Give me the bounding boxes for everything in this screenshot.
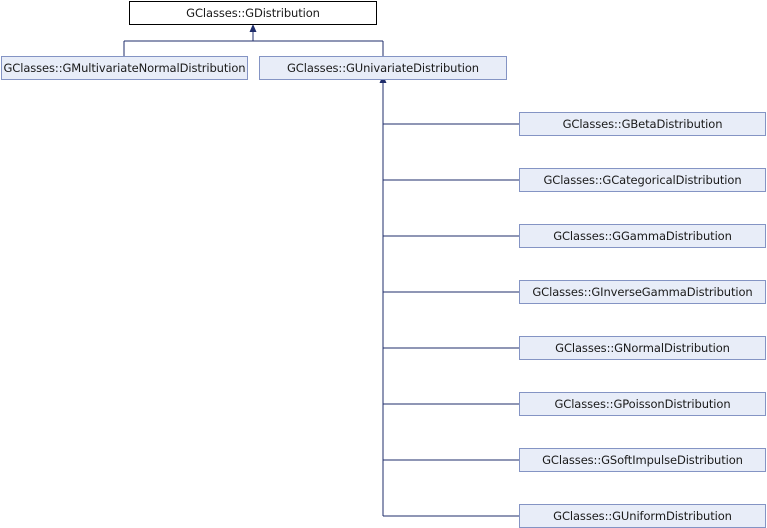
node-gunivariatedistribution[interactable]: GClasses::GUnivariateDistribution <box>259 56 507 80</box>
node-ggammadistribution[interactable]: GClasses::GGammaDistribution <box>519 224 766 248</box>
node-guniformdistribution[interactable]: GClasses::GUniformDistribution <box>519 504 766 528</box>
node-gnormaldistribution[interactable]: GClasses::GNormalDistribution <box>519 336 766 360</box>
arrowhead-root <box>249 24 257 32</box>
node-gcategoricaldistribution[interactable]: GClasses::GCategoricalDistribution <box>519 168 766 192</box>
node-gdistribution: GClasses::GDistribution <box>129 1 377 25</box>
node-ginversegammadistribution[interactable]: GClasses::GInverseGammaDistribution <box>519 280 766 304</box>
node-gbetadistribution[interactable]: GClasses::GBetaDistribution <box>519 112 766 136</box>
node-gpoissondistribution[interactable]: GClasses::GPoissonDistribution <box>519 392 766 416</box>
node-gmultivariatenormaldistribution[interactable]: GClasses::GMultivariateNormalDistributio… <box>1 56 248 80</box>
node-gsoftimpulsedistribution[interactable]: GClasses::GSoftImpulseDistribution <box>519 448 766 472</box>
